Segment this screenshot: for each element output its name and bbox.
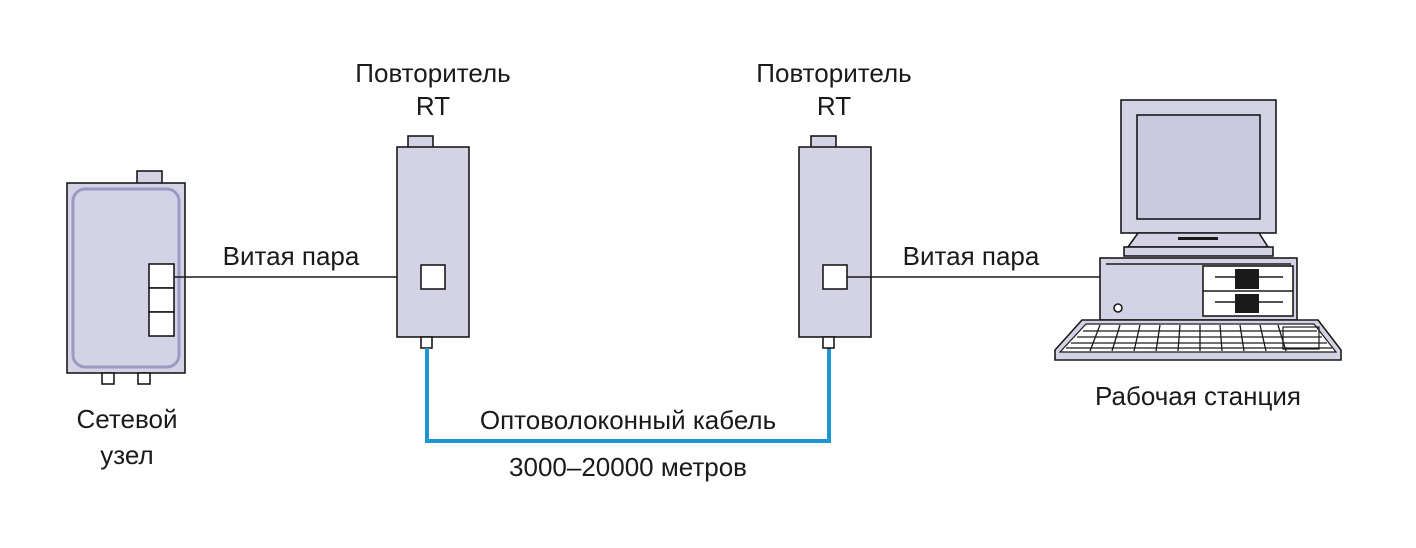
drive-bay-2 xyxy=(1235,294,1259,313)
network-node-label-line1: Сетевой xyxy=(77,404,178,434)
network-node-foot-left xyxy=(101,372,115,385)
network-node-top-tab xyxy=(136,170,163,185)
repeater-right-body xyxy=(798,146,872,338)
network-node-foot-right xyxy=(137,372,151,385)
keyboard-numpad xyxy=(1282,326,1320,350)
fiber-cable-label: Оптоволоконный кабель xyxy=(480,405,776,435)
workstation-label: Рабочая станция xyxy=(1095,381,1301,411)
network-node-port-1 xyxy=(148,263,175,289)
repeater-left-fiber-port xyxy=(420,336,433,349)
network-node-inner-panel xyxy=(71,187,181,369)
keyboard-keys xyxy=(1066,324,1332,352)
monitor-screen xyxy=(1136,114,1261,220)
workstation-computer-icon xyxy=(1054,99,1342,361)
repeater-left-label-line1: Повторитель xyxy=(355,58,510,88)
network-node-port-3 xyxy=(148,311,175,337)
power-button xyxy=(1113,303,1123,313)
repeater-right-fiber-port xyxy=(822,336,835,349)
fiber-distance-label: 3000–20000 метров xyxy=(509,452,747,482)
repeater-left xyxy=(396,135,470,349)
fiber-optic-cable xyxy=(425,348,831,443)
drive-bay-1 xyxy=(1235,269,1259,289)
twisted-pair-label-left: Витая пара xyxy=(223,241,360,271)
repeater-right-port xyxy=(822,264,848,290)
network-node xyxy=(66,170,186,385)
network-node-label-line2: узел xyxy=(100,440,153,470)
repeater-left-label-line2: RT xyxy=(416,91,450,121)
monitor-base xyxy=(1123,246,1274,257)
repeater-left-port xyxy=(420,264,446,290)
repeater-right-label-line2: RT xyxy=(817,91,851,121)
repeater-right xyxy=(798,135,872,349)
twisted-pair-label-right: Витая пара xyxy=(903,241,1040,271)
repeater-right-label-line1: Повторитель xyxy=(756,58,911,88)
monitor-slot xyxy=(1178,237,1218,240)
repeater-left-body xyxy=(396,146,470,338)
network-node-port-2 xyxy=(148,287,175,313)
